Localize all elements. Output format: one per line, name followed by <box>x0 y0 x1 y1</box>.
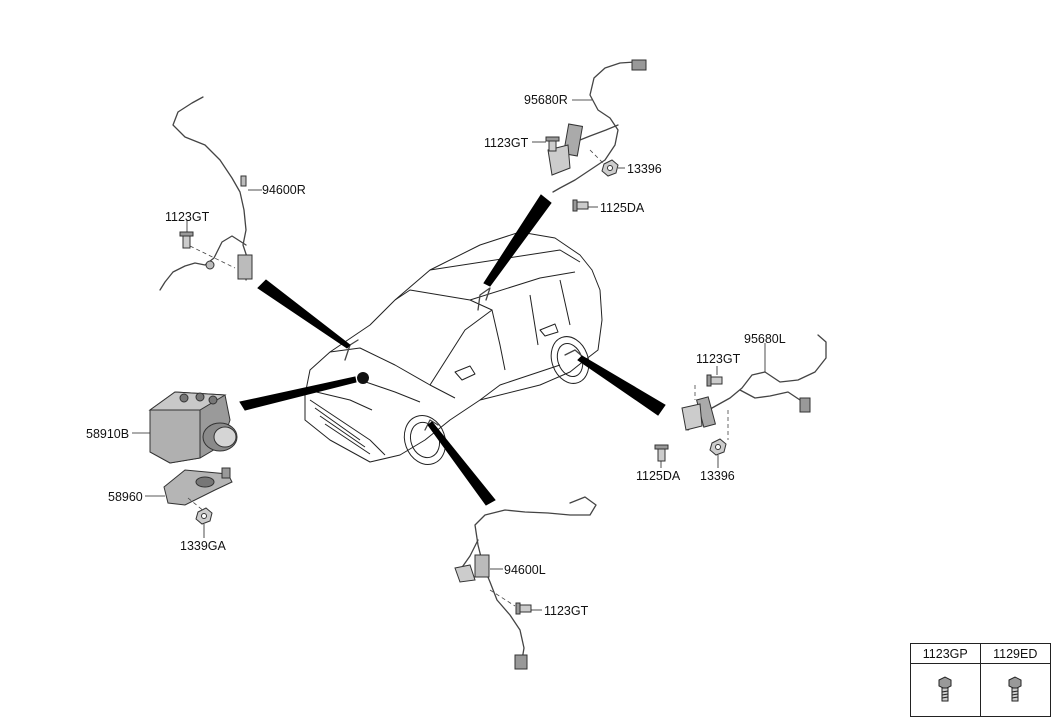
part-1339GA-nut[interactable] <box>195 507 213 538</box>
label-1125DA-right: 1125DA <box>636 469 681 483</box>
part-1123GT-top-bolt[interactable] <box>532 136 560 152</box>
wedge-front-right <box>257 279 351 349</box>
label-95680L: 95680L <box>744 332 786 346</box>
label-1123GT-right: 1123GT <box>696 352 741 366</box>
label-1339GA: 1339GA <box>180 539 227 553</box>
legend-header-1129ED: 1129ED <box>980 644 1050 664</box>
part-58910B-abs-module[interactable] <box>132 391 238 464</box>
label-58960: 58960 <box>108 490 143 504</box>
vehicle-outline <box>304 231 603 465</box>
label-13396-top: 13396 <box>627 162 662 176</box>
label-1125DA-top: 1125DA <box>600 201 645 215</box>
part-95680L-sensor[interactable] <box>681 334 827 440</box>
wedge-abs <box>239 376 357 411</box>
label-1123GT-bottom: 1123GT <box>544 604 589 618</box>
vehicle-sensor-locations <box>344 287 583 431</box>
part-95680R-sensor[interactable] <box>547 59 647 193</box>
legend-cell-1129ED[interactable] <box>981 664 1051 716</box>
part-94600L-sensor[interactable] <box>454 496 597 670</box>
wedge-rear-left <box>577 355 666 416</box>
fastener-legend-table: 1123GP 1129ED <box>910 643 1051 717</box>
label-1123GT-left: 1123GT <box>165 210 210 224</box>
label-94600L: 94600L <box>504 563 546 577</box>
label-13396-right: 13396 <box>700 469 735 483</box>
label-94600R: 94600R <box>262 183 306 197</box>
part-1123GT-left-bolt[interactable] <box>179 220 194 249</box>
part-1125DA-right-bolt[interactable] <box>654 444 669 468</box>
part-1123GT-bottom-bolt[interactable] <box>515 602 542 615</box>
bolt-1123GP-icon <box>938 676 952 702</box>
label-95680R: 95680R <box>524 93 568 107</box>
part-58960-bracket[interactable] <box>145 467 233 513</box>
part-13396-right-nut[interactable] <box>709 438 727 468</box>
part-13396-top-nut[interactable] <box>601 159 625 177</box>
callout-wedges[interactable] <box>239 194 666 506</box>
part-94600R-sensor[interactable] <box>159 96 262 291</box>
part-1123GT-right-bolt[interactable] <box>706 366 723 387</box>
part-1125DA-top-bolt[interactable] <box>572 199 598 212</box>
part-labels: 95680R 1123GT 13396 1125DA 94600R 1123GT… <box>86 93 786 618</box>
legend-cell-1123GP[interactable] <box>911 664 981 716</box>
wedge-rear-right <box>483 194 552 287</box>
label-1123GT-top: 1123GT <box>484 136 529 150</box>
bolt-1129ED-icon <box>1008 676 1022 702</box>
label-58910B: 58910B <box>86 427 129 441</box>
wedge-front-left <box>427 421 496 506</box>
legend-header-1123GP: 1123GP <box>911 644 981 664</box>
